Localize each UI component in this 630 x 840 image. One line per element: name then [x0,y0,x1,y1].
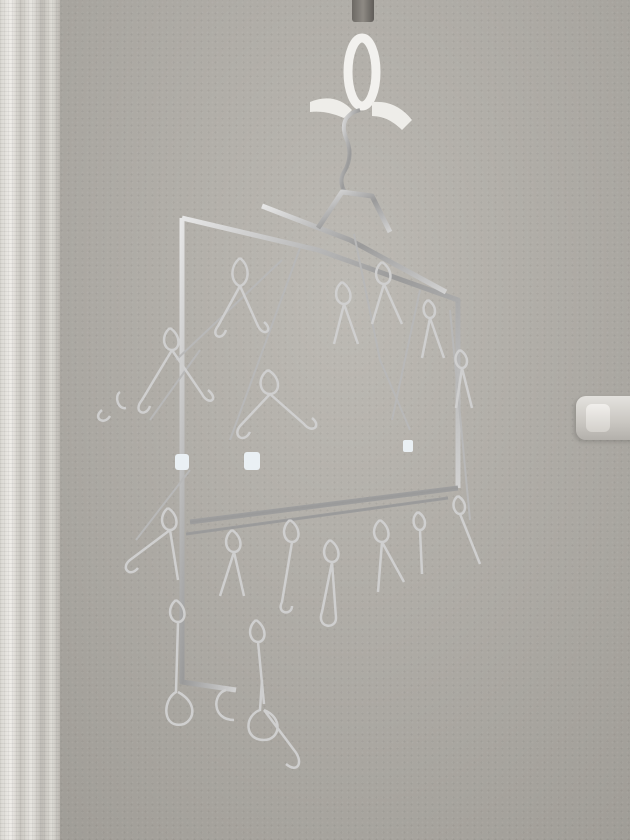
frame-clips [175,440,413,470]
ceiling-hook-rod [352,0,374,22]
clothespins [96,257,482,769]
s-hook [339,108,361,196]
hanger-frames [179,189,461,693]
plastic-ring [310,33,412,130]
wall-hook [576,396,630,440]
curtain [0,0,60,840]
